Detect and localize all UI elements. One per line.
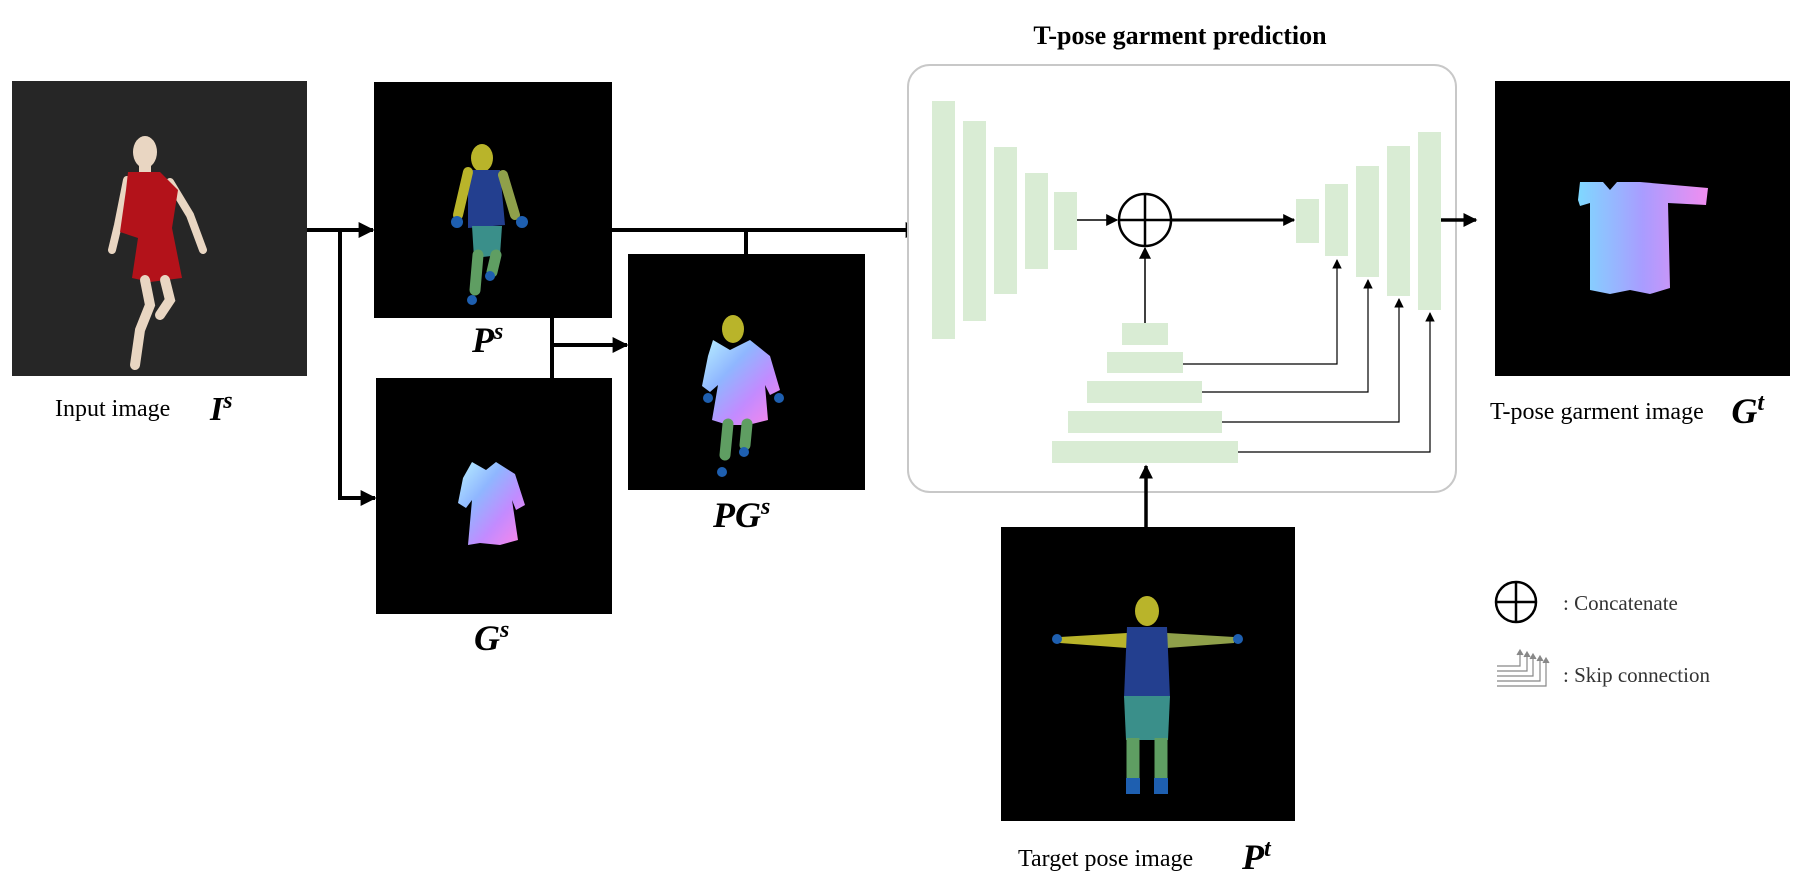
pose-garment-symbol: PGs bbox=[712, 494, 770, 535]
target-pose-image bbox=[1001, 527, 1295, 821]
input-image-symbol: Is bbox=[209, 388, 233, 428]
output-garment-image bbox=[1495, 81, 1790, 376]
output-symbol: Gt bbox=[1731, 390, 1765, 431]
network-arrows bbox=[1077, 213, 1478, 527]
decoder-blocks bbox=[1296, 132, 1441, 310]
diagram-title: T-pose garment prediction bbox=[1033, 21, 1327, 50]
pose-garment-image bbox=[628, 254, 865, 490]
concatenate-icon bbox=[1494, 580, 1538, 624]
skip-connections bbox=[1183, 259, 1435, 453]
input-arrows bbox=[307, 222, 922, 506]
input-image bbox=[12, 81, 307, 376]
target-pose-symbol: Pt bbox=[1241, 836, 1272, 877]
legend: : Concatenate : Skip connection bbox=[1494, 580, 1710, 687]
pose-source-symbol: Ps bbox=[471, 319, 503, 360]
mannequin-figure bbox=[108, 136, 207, 370]
target-pose-caption: Target pose image bbox=[1018, 846, 1193, 872]
concatenate-node bbox=[1117, 192, 1173, 248]
pose-encoder-blocks bbox=[1052, 323, 1238, 463]
encoder-blocks bbox=[932, 101, 1077, 339]
network-box bbox=[907, 64, 1457, 493]
pose-source-image bbox=[374, 82, 612, 318]
skip-connection-icon bbox=[1497, 648, 1550, 687]
garment-source-symbol: Gs bbox=[474, 617, 509, 658]
legend-skip-connection-label: : Skip connection bbox=[1563, 663, 1710, 687]
output-caption: T-pose garment image bbox=[1490, 399, 1704, 425]
input-image-caption: Input image bbox=[55, 396, 170, 422]
garment-source-image bbox=[376, 378, 612, 614]
legend-concatenate-label: : Concatenate bbox=[1563, 591, 1678, 615]
